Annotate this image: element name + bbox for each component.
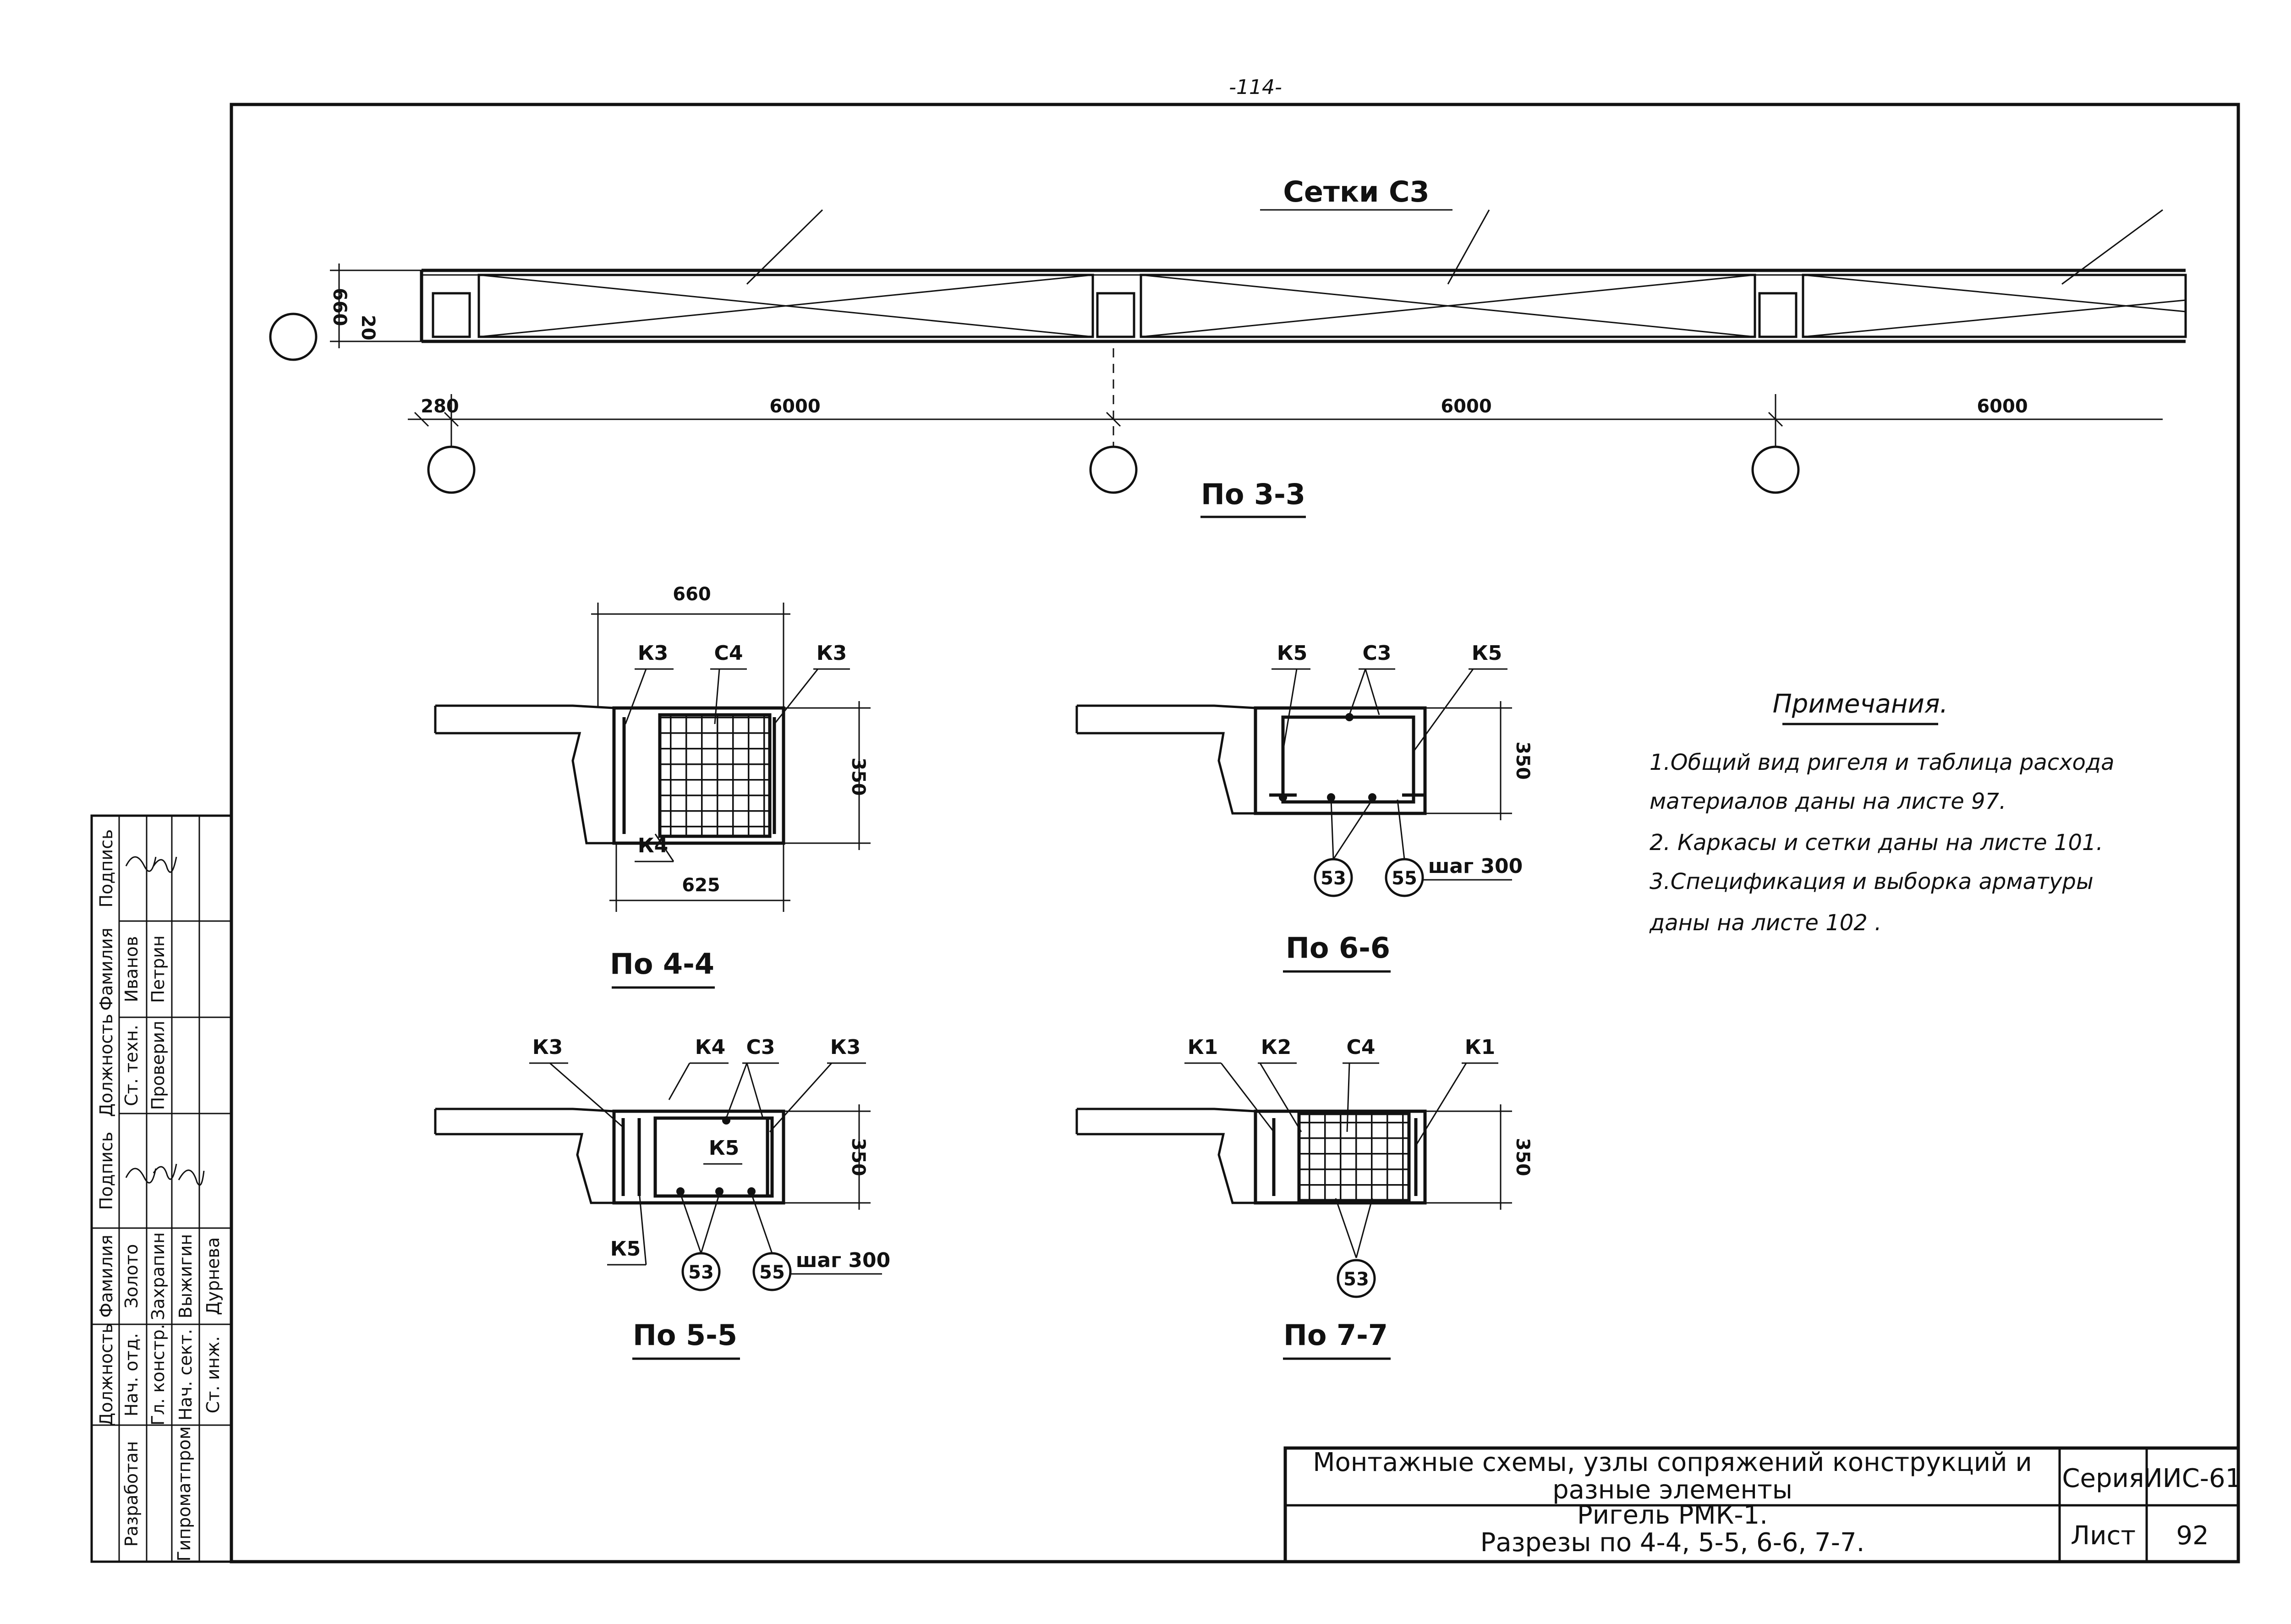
notes-line-3: 2. Каркасы и сетки даны на листе 101. — [1650, 830, 2103, 856]
tb-line-1: Монтажные схемы, узлы сопряжений констру… — [1313, 1448, 2032, 1477]
s55-title: По 5-5 — [633, 1318, 737, 1352]
s55-label-k4: К4 — [695, 1036, 726, 1059]
tb-line-2: разные элементы — [1552, 1475, 1792, 1505]
s66-label-k5a: К5 — [1277, 642, 1308, 665]
stamp-header-4: Должность — [96, 1014, 116, 1117]
plan-3-3: Сетки С3 660 — [269, 175, 2187, 518]
s55-step: шаг 300 — [796, 1249, 891, 1272]
plan-span-3: 6000 — [1977, 396, 2028, 417]
tb-line-4: Разрезы по 4-4, 5-5, 6-6, 7-7. — [1480, 1528, 1865, 1558]
s55-height: 350 — [848, 1138, 869, 1176]
notes-line-4: 3.Спецификация и выборка арматуры — [1650, 869, 2094, 894]
s66-label-c3: С3 — [1363, 642, 1392, 665]
s55-label-k3a: К3 — [532, 1036, 563, 1059]
s66-marker-53: 53 — [1321, 868, 1346, 889]
stamp-r1-name: Золото — [121, 1244, 142, 1309]
s44-width-bottom: 625 — [682, 875, 720, 896]
stamp-r3-name: Выжигин — [175, 1234, 196, 1319]
s55-marker-55: 55 — [759, 1262, 785, 1283]
stamp-r2-name: Захрапин — [148, 1232, 168, 1320]
s66-marker-55: 55 — [1392, 868, 1417, 889]
signature-mark-2 — [153, 1163, 177, 1180]
notes-line-1: 1.Общий вид ригеля и таблица расхода — [1650, 750, 2115, 775]
stamp-rr2-post: Проверил — [148, 1021, 168, 1110]
s55-marker-53: 53 — [688, 1262, 714, 1283]
section-4-4: 660 625 350 К3 С4 К3 К4 По 4-4 — [434, 584, 871, 989]
s77-label-k2: К2 — [1261, 1036, 1292, 1059]
s66-label-k5b: К5 — [1472, 642, 1502, 665]
section-6-6: 350 К5 С3 К5 53 55 шаг 300 По 6-6 — [1075, 642, 1533, 973]
signature-mark-3 — [178, 1169, 205, 1186]
stamp-r4-name: Дурнева — [203, 1237, 223, 1315]
tb-series-label: Серия — [2062, 1464, 2144, 1493]
signature-mark-1 — [125, 1168, 157, 1184]
plan-offset-dim: 20 — [357, 315, 378, 340]
nets-label: Сетки С3 — [1283, 175, 1429, 208]
signature-mark-5 — [153, 856, 177, 873]
tb-series-value: ИИС-61 — [2143, 1464, 2242, 1493]
stamp-rr1-name: Иванов — [121, 936, 142, 1003]
stamp-r1-post: Нач. отд. — [121, 1333, 142, 1416]
plan-span-2: 6000 — [1441, 396, 1491, 417]
stamp-header-6: Подпись — [96, 829, 116, 908]
s66-height: 350 — [1512, 741, 1533, 780]
section-7-7: 350 К1 К2 С4 К1 53 По 7-7 — [1075, 1036, 1533, 1360]
stamp-rr1-post: Ст. техн. — [121, 1025, 142, 1106]
stamp-header-3: Подпись — [96, 1132, 116, 1210]
tb-sheet-value: 92 — [2176, 1521, 2209, 1551]
s77-marker-53: 53 — [1343, 1269, 1369, 1290]
s44-label-k3a: К3 — [638, 642, 669, 665]
stamp-header-5: Фамилия — [96, 927, 116, 1010]
s77-label-k1a: К1 — [1188, 1036, 1218, 1059]
tb-sheet-label: Лист — [2071, 1521, 2136, 1551]
tb-line-3: Ригель РМК-1. — [1577, 1500, 1768, 1530]
notes: Примечания. 1.Общий вид ригеля и таблица… — [1649, 689, 2115, 936]
stamp-org-1: Разработан — [121, 1441, 142, 1547]
stamp: Должность Фамилия Подпись Должность Фами… — [90, 814, 233, 1563]
s77-title: По 7-7 — [1283, 1318, 1388, 1352]
s55-label-k3b: К3 — [830, 1036, 861, 1059]
plan-edge-dim: 280 — [421, 396, 459, 417]
s44-title: По 4-4 — [610, 947, 714, 981]
plan-title: По 3-3 — [1201, 477, 1305, 511]
signature-mark-4 — [125, 856, 157, 872]
s66-step: шаг 300 — [1428, 855, 1523, 878]
notes-title: Примечания. — [1773, 689, 1948, 719]
s77-label-c4: С4 — [1347, 1036, 1376, 1059]
stamp-r2-post: Гл. констр. — [148, 1324, 168, 1426]
stamp-org-2: Гипроматпром — [174, 1426, 194, 1561]
stamp-header-2: Фамилия — [96, 1234, 116, 1317]
section-5-5: 350 К3 К4 С3 К3 К5 К5 53 55 шаг 300 По 5… — [434, 1036, 891, 1360]
stamp-r4-post: Ст. инж. — [203, 1336, 223, 1414]
plan-span-1: 6000 — [769, 396, 820, 417]
plan-height-dim: 660 — [329, 288, 350, 326]
s55-label-k5-outer: К5 — [610, 1237, 641, 1261]
notes-line-5: даны на листе 102 . — [1649, 910, 1881, 936]
s77-height: 350 — [1512, 1138, 1533, 1176]
s44-width-top: 660 — [673, 584, 711, 605]
s44-label-c4: С4 — [714, 642, 743, 665]
stamp-header-1: Должность — [96, 1323, 116, 1426]
stamp-r3-post: Нач. сект. — [175, 1329, 196, 1421]
title-block: Монтажные схемы, узлы сопряжений констру… — [1283, 1446, 2242, 1564]
page-number: -114- — [1229, 76, 1282, 99]
notes-line-2: материалов даны на листе 97. — [1650, 789, 2006, 814]
s44-label-k3b: К3 — [817, 642, 847, 665]
s55-label-k5-inner: К5 — [709, 1136, 740, 1160]
stamp-rr2-name: Петрин — [148, 935, 168, 1003]
s44-height: 350 — [848, 757, 869, 796]
s66-title: По 6-6 — [1286, 931, 1390, 965]
s55-label-c3: С3 — [746, 1036, 775, 1059]
s77-label-k1b: К1 — [1465, 1036, 1496, 1059]
